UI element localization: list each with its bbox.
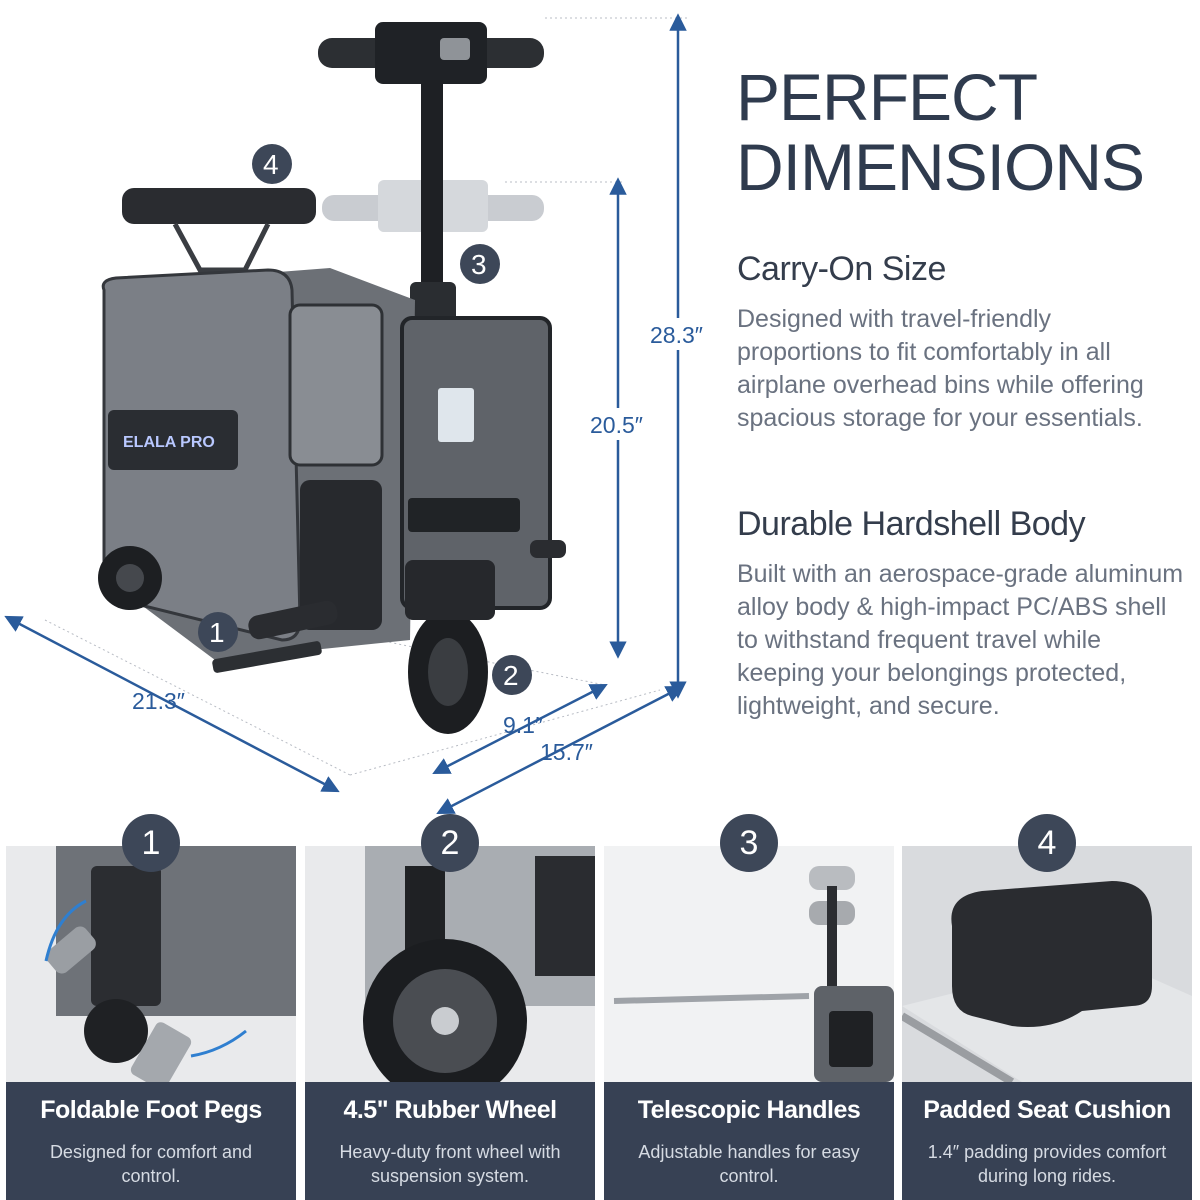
feature-badge-4: 4 bbox=[1018, 814, 1076, 872]
feature-caption: Padded Seat Cushion 1.4″ padding provide… bbox=[902, 1082, 1192, 1200]
feature-title: 4.5" Rubber Wheel bbox=[343, 1096, 557, 1124]
dimension-diagram: ELALA PRO 28.3″ 20.5″ 21.3″ 9.1″ 15.7″ 1 bbox=[4, 13, 715, 815]
feature-badge-2: 2 bbox=[421, 814, 479, 872]
foot-pegs-photo bbox=[6, 846, 296, 1090]
body-height-label: 20.5″ bbox=[590, 412, 643, 438]
callout-badge-2: 2 bbox=[492, 655, 532, 695]
seat-cushion-photo bbox=[902, 846, 1192, 1086]
feature-badge-3: 3 bbox=[720, 814, 778, 872]
feature-description: Heavy-duty front wheel with suspension s… bbox=[339, 1142, 561, 1186]
section-carry-on: Carry-On Size Designed with travel-frien… bbox=[737, 250, 1177, 435]
section-heading: Durable Hardshell Body bbox=[737, 505, 1086, 543]
section-hardshell: Durable Hardshell Body Built with an aer… bbox=[737, 505, 1187, 723]
svg-text:1: 1 bbox=[209, 617, 225, 648]
telescopic-handles-photo bbox=[604, 846, 894, 1082]
feature-title: Foldable Foot Pegs bbox=[40, 1096, 262, 1124]
feature-card-telescopic-handles: Telescopic Handles Adjustable handles fo… bbox=[604, 846, 894, 1200]
feature-caption: 4.5" Rubber Wheel Heavy-duty front wheel… bbox=[305, 1082, 595, 1200]
feature-title: Padded Seat Cushion bbox=[923, 1096, 1171, 1124]
brand-label: ELALA PRO bbox=[123, 434, 215, 451]
svg-text:4: 4 bbox=[263, 149, 279, 180]
section-body: Built with an aerospace-grade aluminum a… bbox=[737, 560, 1184, 720]
svg-text:3: 3 bbox=[471, 249, 487, 280]
callout-badge-1: 1 bbox=[198, 612, 238, 652]
rubber-wheel-photo bbox=[305, 846, 595, 1103]
length-label: 21.3″ bbox=[132, 688, 185, 714]
callout-badge-3: 3 bbox=[460, 244, 500, 284]
feature-card-seat-cushion: Padded Seat Cushion 1.4″ padding provide… bbox=[902, 846, 1192, 1200]
feature-description: Designed for comfort and control. bbox=[49, 1142, 253, 1186]
width-label: 15.7″ bbox=[540, 739, 593, 765]
section-heading: Carry-On Size bbox=[737, 250, 946, 288]
feature-title: Telescopic Handles bbox=[637, 1096, 861, 1124]
page-title: PERFECT DIMENSIONS bbox=[736, 60, 1145, 204]
depth-label: 9.1″ bbox=[503, 712, 543, 738]
feature-caption: Foldable Foot Pegs Designed for comfort … bbox=[6, 1082, 296, 1200]
feature-badge-1: 1 bbox=[122, 814, 180, 872]
feature-card-foot-pegs: Foldable Foot Pegs Designed for comfort … bbox=[6, 846, 296, 1200]
feature-card-rubber-wheel: 4.5" Rubber Wheel Heavy-duty front wheel… bbox=[305, 846, 595, 1200]
svg-text:2: 2 bbox=[503, 660, 519, 691]
feature-description: Adjustable handles for easy control. bbox=[638, 1142, 860, 1186]
feature-caption: Telescopic Handles Adjustable handles fo… bbox=[604, 1082, 894, 1200]
feature-description: 1.4″ padding provides comfort during lon… bbox=[927, 1142, 1167, 1186]
callout-badge-4: 4 bbox=[252, 144, 292, 184]
scooter-illustration: ELALA PRO bbox=[98, 22, 566, 734]
section-body: Designed with travel-friendly proportion… bbox=[737, 305, 1144, 432]
total-height-label: 28.3″ bbox=[650, 322, 703, 348]
